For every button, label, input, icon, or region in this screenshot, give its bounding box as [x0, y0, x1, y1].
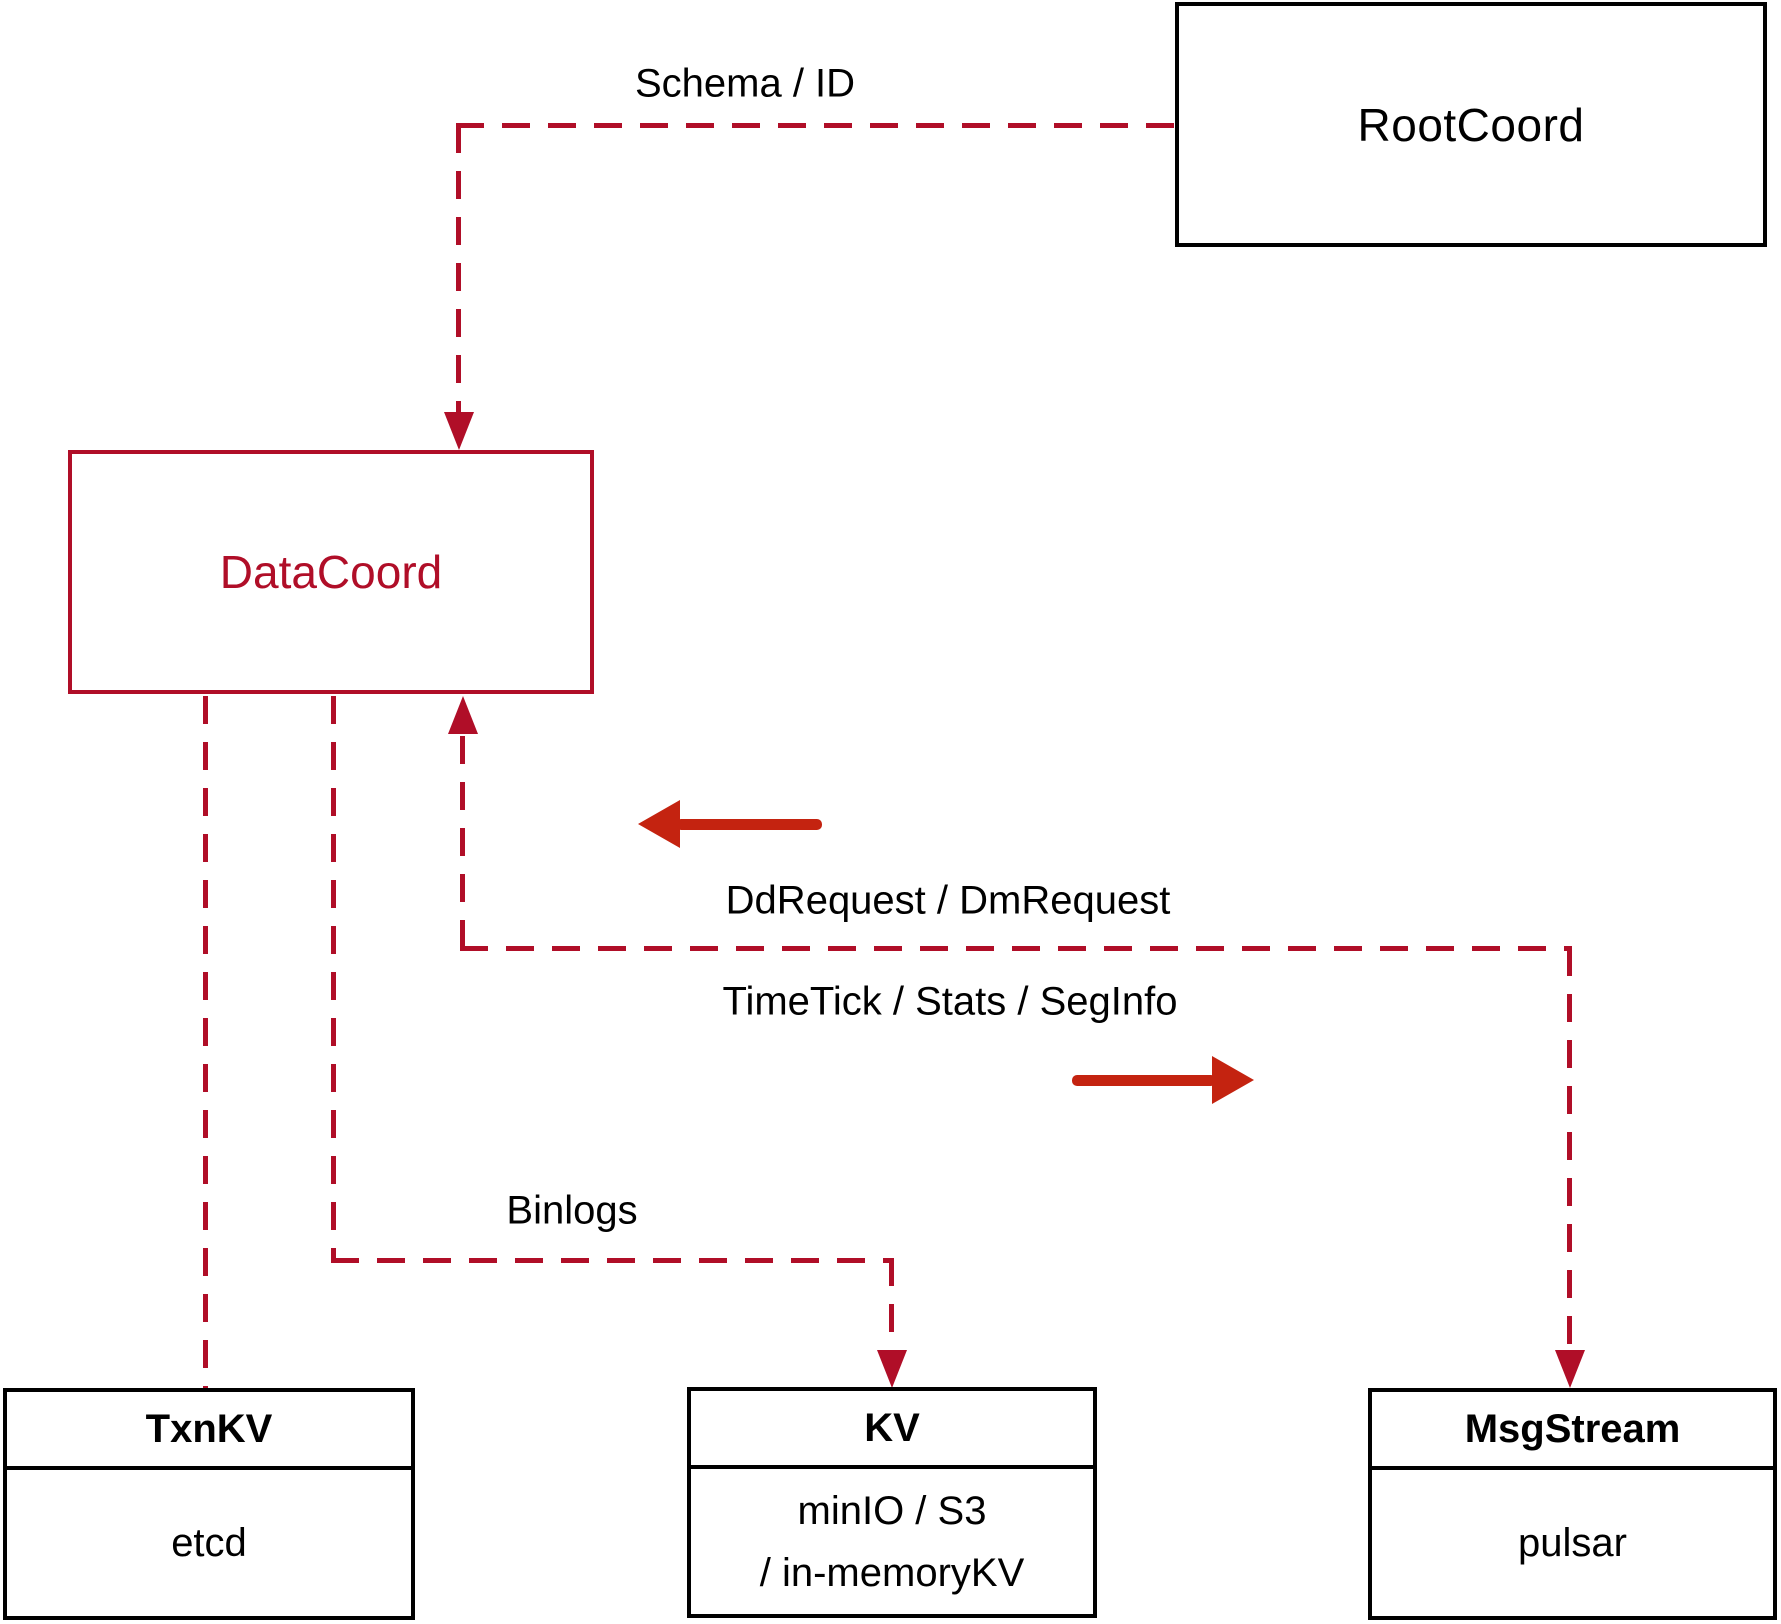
msgstream-body: pulsar [1372, 1470, 1773, 1616]
rootcoord-label: RootCoord [1357, 98, 1585, 151]
schema-id-line-horizontal [456, 123, 1175, 128]
txnkv-line-vertical [203, 696, 208, 1388]
binlogs-line-horizontal [331, 1258, 893, 1263]
node-txnkv: TxnKV etcd [3, 1388, 415, 1620]
left-direction-arrow-icon [638, 800, 822, 848]
binlogs-edge-label: Binlogs [506, 1188, 638, 1233]
txnkv-header: TxnKV [7, 1392, 411, 1470]
bus-line-horizontal [460, 946, 1572, 951]
node-msgstream: MsgStream pulsar [1368, 1388, 1777, 1620]
kv-header: KV [691, 1391, 1093, 1469]
ddrequest-arrowhead-up-icon [448, 696, 478, 734]
right-direction-arrow-icon [1072, 1056, 1254, 1104]
node-datacoord: DataCoord [68, 450, 594, 694]
msgstream-header: MsgStream [1372, 1392, 1773, 1470]
node-kv: KV minIO / S3 / in-memoryKV [687, 1387, 1097, 1618]
schema-id-line-vertical [456, 125, 461, 412]
timetick-edge-label: TimeTick / Stats / SegInfo [722, 979, 1178, 1024]
datacoord-label: DataCoord [219, 546, 443, 598]
kv-body: minIO / S3 / in-memoryKV [691, 1469, 1093, 1614]
msgstream-line-vertical [1567, 948, 1572, 1350]
msgstream-body-text: pulsar [1518, 1521, 1627, 1565]
txnkv-body-text: etcd [171, 1521, 247, 1565]
ddrequest-line-vertical [460, 736, 465, 948]
binlogs-line-vertical-upper [331, 696, 336, 1260]
kv-body-line2: / in-memoryKV [759, 1550, 1025, 1595]
node-rootcoord: RootCoord [1175, 2, 1767, 247]
schema-id-edge-label: Schema / ID [634, 61, 856, 106]
binlogs-arrowhead-down-icon [877, 1350, 907, 1388]
txnkv-body: etcd [7, 1470, 411, 1616]
ddrequest-edge-label: DdRequest / DmRequest [725, 878, 1171, 923]
schema-id-arrowhead-down-icon [444, 412, 474, 450]
kv-body-line1: minIO / S3 [797, 1488, 987, 1533]
binlogs-line-vertical-lower [889, 1258, 894, 1350]
msgstream-arrowhead-down-icon [1555, 1350, 1585, 1388]
